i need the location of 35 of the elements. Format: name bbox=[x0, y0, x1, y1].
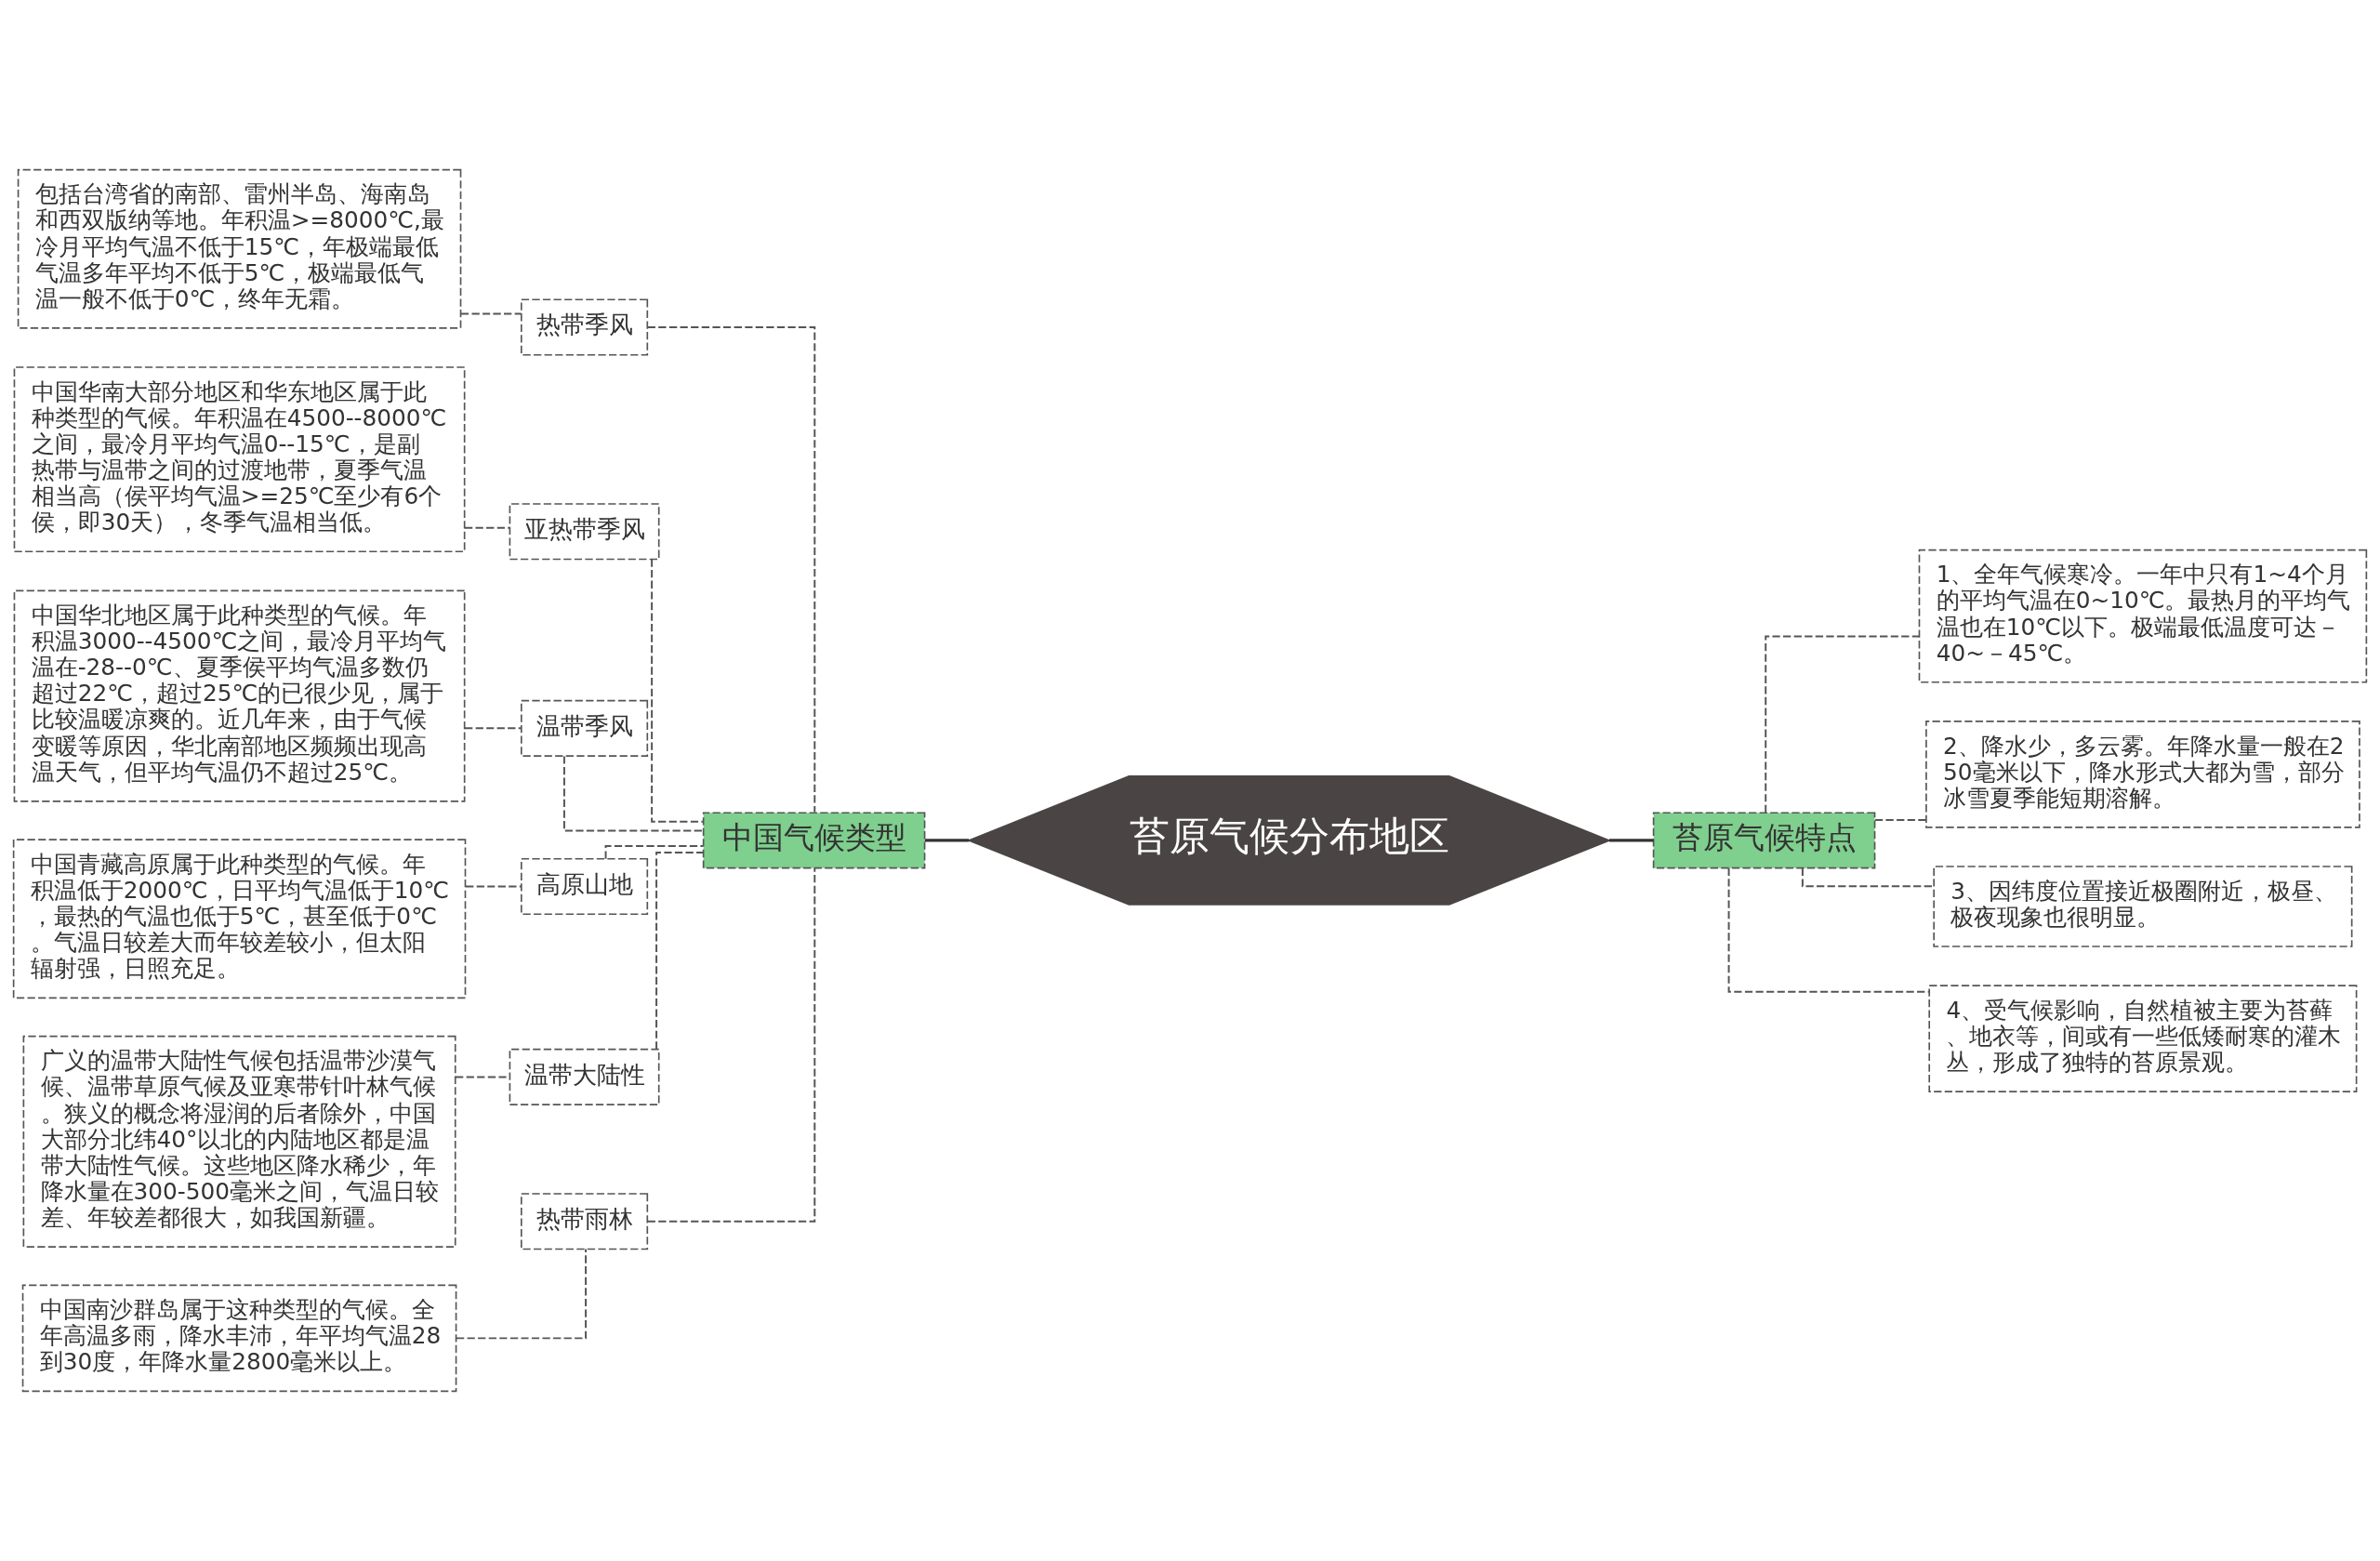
connector bbox=[1874, 819, 1927, 822]
node-box: 温带大陆性 bbox=[509, 1048, 660, 1105]
connector bbox=[646, 326, 816, 814]
connector bbox=[562, 755, 705, 832]
connector bbox=[463, 727, 522, 730]
node-box: 4、受气候影响，自然植被主要为苔藓、地衣等，间或有一些低矮耐寒的灌木丛，形成了独特的苔原景观。 bbox=[1928, 985, 2358, 1092]
connector bbox=[651, 558, 705, 823]
connector bbox=[604, 845, 705, 860]
connector bbox=[924, 839, 970, 842]
connector bbox=[655, 851, 705, 1051]
node-box: 中国青藏高原属于此种类型的气候。年积温低于2000℃，日平均气温低于10℃，最热的气温也低于5℃，甚至低于0℃。气温日较差大而年较差较小，但太阳辐射强，日照充足。 bbox=[12, 839, 467, 999]
node-box: 亚热带季风 bbox=[509, 503, 660, 561]
node-box: 包括台湾省的南部、雷州半岛、海南岛和西双版纳等地。年积温>=8000℃,最冷月平均气温不低于15℃，年极端最低气温多年平均不低于5℃，极端最低气温一般不低于0℃，终年无霜。 bbox=[17, 168, 462, 329]
connector bbox=[1727, 866, 1931, 993]
connector bbox=[459, 312, 522, 315]
connector bbox=[1801, 866, 1935, 888]
node-box: 2、降水少，多云雾。年降水量一般在250毫米以下，降水形式大都为雪，部分冰雪夏季能短期溶解。 bbox=[1925, 721, 2360, 828]
node-box: 热带雨林 bbox=[520, 1193, 649, 1250]
node-box: 1、全年气候寒冷。一年中只有1~4个月的平均气温在0~10℃。最热月的平均气温也在10℃以下。极端最低温度可达－40~－45℃。 bbox=[1918, 549, 2368, 683]
node-box: 热带季风 bbox=[520, 298, 649, 356]
node-box: 中国南沙群岛属于这种类型的气候。全年高温多雨，降水丰沛，年平均气温28到30度，年降水量2800毫米以上。 bbox=[21, 1284, 457, 1393]
node-box: 苔原气候特点 bbox=[1652, 812, 1876, 869]
connector bbox=[1608, 839, 1654, 842]
node-box: 中国华北地区属于此种类型的气候。年积温3000--4500℃之间，最冷月平均气温在-28--0℃、夏季侯平均气温多数仍超过22℃，超过25℃的已很少见，属于比较温暖凉爽的。近几年来，由于气候变暖等原因，华北南部地区频频出现高温天气，但平均气温仍不超过25℃。 bbox=[13, 589, 466, 802]
node-box: 3、因纬度位置接近极圈附近，极昼、极夜现象也很明显。 bbox=[1933, 866, 2353, 947]
node-box: 中国华南大部分地区和华东地区属于此种类型的气候。年积温在4500--8000℃之间，最冷月平均气温0--15℃，是副热带与温带之间的过渡地带，夏季气温相当高（侯平均气温>=25℃至少有6个侯，即30天），冬季气温相当低。 bbox=[13, 366, 466, 553]
node-box: 广义的温带大陆性气候包括温带沙漠气候、温带草原气候及亚寒带针叶林气候。狭义的概念将湿润的后者除外，中国大部分北纬40°以北的内陆地区都是温带大陆性气候。这些地区降水稀少，年降水量在300-500毫米之间，气温日较差、年较差都很大，如我国新疆。 bbox=[22, 1035, 456, 1248]
connector bbox=[455, 1248, 588, 1340]
connector bbox=[646, 867, 816, 1223]
connector bbox=[463, 526, 511, 529]
connector bbox=[464, 885, 522, 888]
connector bbox=[1765, 635, 1921, 814]
node-box: 中国气候类型 bbox=[702, 812, 926, 869]
node-box: 温带季风 bbox=[520, 699, 649, 757]
node-box: 高原山地 bbox=[520, 857, 649, 916]
